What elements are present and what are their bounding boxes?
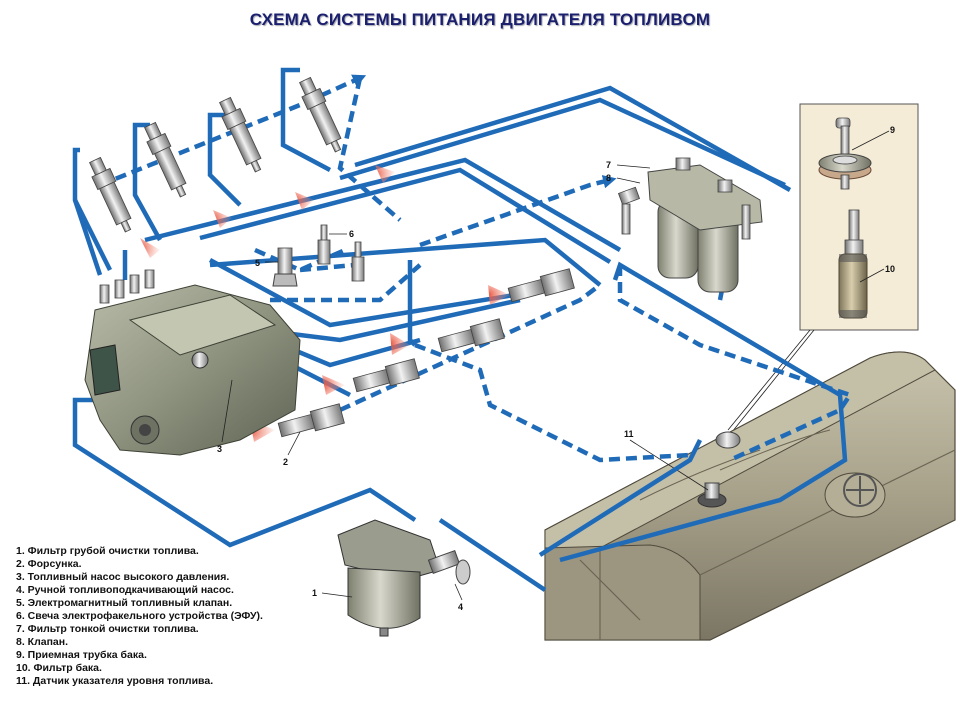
legend-item: 4. Ручной топливоподкачивающий насос. [16, 584, 234, 596]
fuel-line [72, 397, 417, 548]
fuel-line [538, 438, 703, 557]
callout-1: 1 [312, 588, 317, 598]
legend-item: 3. Топливный насос высокого давления. [16, 571, 230, 583]
leader-8 [616, 177, 641, 184]
injector [277, 403, 345, 438]
callout-7: 7 [606, 160, 611, 170]
fuel-line [72, 199, 103, 276]
fuel-spray [375, 165, 395, 183]
injector [352, 358, 420, 393]
legend: 1. Фильтр грубой очистки топлива. 2. Фор… [16, 545, 263, 688]
legend-item: 1. Фильтр грубой очистки топлива. [16, 545, 199, 557]
legend-item: 8. Клапан. [16, 636, 69, 648]
leader-4 [454, 583, 463, 601]
callout-9: 9 [890, 125, 895, 135]
callout-6: 6 [349, 229, 354, 239]
fuel-spray [295, 192, 314, 210]
tank-filter-illustration [838, 209, 868, 319]
leader-7 [616, 164, 651, 169]
legend-item: 6. Свеча электрофакельного устройства (Э… [16, 610, 263, 622]
fuel-spray [390, 333, 410, 355]
injector [437, 318, 505, 353]
fuel-line [407, 260, 417, 347]
injector [299, 76, 342, 153]
leader-3 [221, 379, 233, 443]
fuel-line [208, 258, 546, 328]
injector [219, 96, 262, 173]
fuel-line [72, 147, 113, 272]
efu-glow-plugs-illustration: 6 [317, 224, 365, 282]
drain-line [339, 283, 602, 413]
fuel-line [280, 67, 332, 172]
injector [89, 156, 132, 233]
injector [507, 268, 575, 303]
hand-priming-pump-illustration: 4 [427, 549, 471, 612]
inset-panel: 9 10 [727, 103, 919, 433]
callout-10: 10 [885, 264, 895, 274]
fuel-line [339, 97, 786, 188]
leader-2 [287, 431, 301, 456]
drain-line [617, 265, 854, 463]
fuel-line [207, 112, 242, 207]
leader-1 [321, 592, 353, 598]
drain-line [419, 175, 617, 248]
fuel-line [438, 518, 547, 592]
fuel-line [199, 167, 612, 264]
solenoid-valve-illustration: 5 [255, 247, 298, 287]
drain-line [337, 77, 402, 222]
legend-item: 5. Электромагнитный топливный клапан. [16, 597, 233, 609]
legend-item: 11. Датчик указателя уровня топлива. [16, 675, 214, 687]
leader-10 [859, 268, 885, 283]
leader-11 [629, 439, 709, 491]
injector [144, 121, 187, 198]
callout-2: 2 [283, 457, 288, 467]
drain-line [414, 342, 691, 463]
callout-5: 5 [255, 258, 260, 268]
callout-4: 4 [458, 602, 463, 612]
injector-row [89, 76, 395, 258]
tank-intake-fitting [715, 431, 741, 449]
diagram-title: СХЕМА СИСТЕМЫ ПИТАНИЯ ДВИГАТЕЛЯ ТОПЛИВОМ [249, 10, 711, 29]
leader-9 [851, 130, 890, 151]
fuel-spray [140, 238, 160, 258]
fuel-spray [213, 210, 232, 228]
fuel-tank-illustration: 11 [544, 351, 956, 641]
legend-item: 7. Фильтр тонкой очистки топлива. [16, 623, 199, 635]
fuel-line [132, 122, 162, 242]
callout-3: 3 [217, 444, 222, 454]
fuel-line [354, 85, 792, 192]
fuel-spray [488, 285, 510, 305]
legend-item: 9. Приемная трубка бака. [16, 649, 147, 661]
high-pressure-pump-illustration: 3 2 [84, 269, 301, 467]
callout-8: 8 [606, 173, 611, 183]
legend-item: 2. Форсунка. [16, 558, 82, 570]
fuel-spray [322, 375, 345, 395]
legend-item: 10. Фильтр бака. [16, 662, 102, 674]
coarse-filter-illustration: 1 [312, 519, 441, 637]
drain-line [299, 262, 356, 273]
drain-line [270, 263, 422, 303]
injector-row-lower [250, 268, 575, 442]
fine-filter-illustration: 7 8 [606, 157, 763, 293]
callout-11: 11 [624, 429, 634, 439]
tank-intake-pipe-illustration [818, 117, 872, 190]
fuel-line [144, 157, 622, 252]
